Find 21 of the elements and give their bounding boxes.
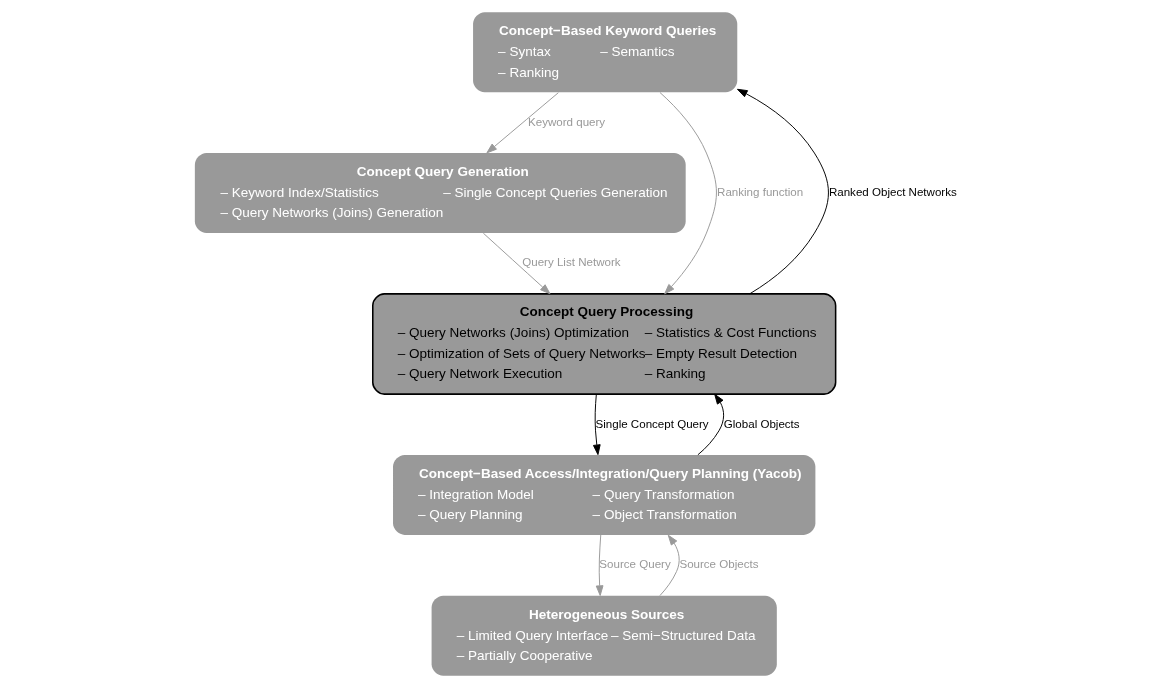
- arrow: [595, 534, 603, 596]
- arrow: [485, 92, 559, 154]
- arrow: [658, 534, 680, 597]
- arrow: [736, 88, 829, 295]
- edge-label: Ranked Object Networks: [828, 186, 957, 199]
- edge-label: Keyword query: [527, 115, 605, 128]
- arrow: [482, 232, 550, 295]
- arrow: [696, 393, 724, 456]
- edge-label: Ranking function: [716, 186, 803, 199]
- node-box: Concept Query Processing – Query Networks (Joins) Optimization – Statistics & Cost Functions – Optimization of Sets of Query Networks– Empty Result Detection – Query Network Execution – Ranking: [371, 293, 836, 395]
- node-box: Heterogeneous Sources – Limited Query Interface – Semi−Structured Data – Partially Cooperative: [431, 595, 777, 676]
- node-box: Concept Query Generation – Keyword Index/Statistics – Single Concept Queries Generation – Query Networks (Joins) Generation: [194, 153, 686, 234]
- edge-label: Source Query: [598, 558, 671, 571]
- edge-label: Single Concept Query: [595, 417, 709, 430]
- edge-label: Global Objects: [723, 417, 800, 430]
- arrow: [658, 92, 717, 295]
- node-box: Concept−Based Keyword Queries – Syntax – Semantics – Ranking: [472, 12, 737, 93]
- edge-label: Source Objects: [678, 558, 758, 571]
- node-box: Concept−Based Access/Integration/Query Planning (Yacob) – Integration Model – Query Transformation – Query Planning – Object Transformation: [392, 454, 815, 535]
- edge-label: Query List Network: [521, 256, 621, 269]
- arrow: [592, 393, 601, 456]
